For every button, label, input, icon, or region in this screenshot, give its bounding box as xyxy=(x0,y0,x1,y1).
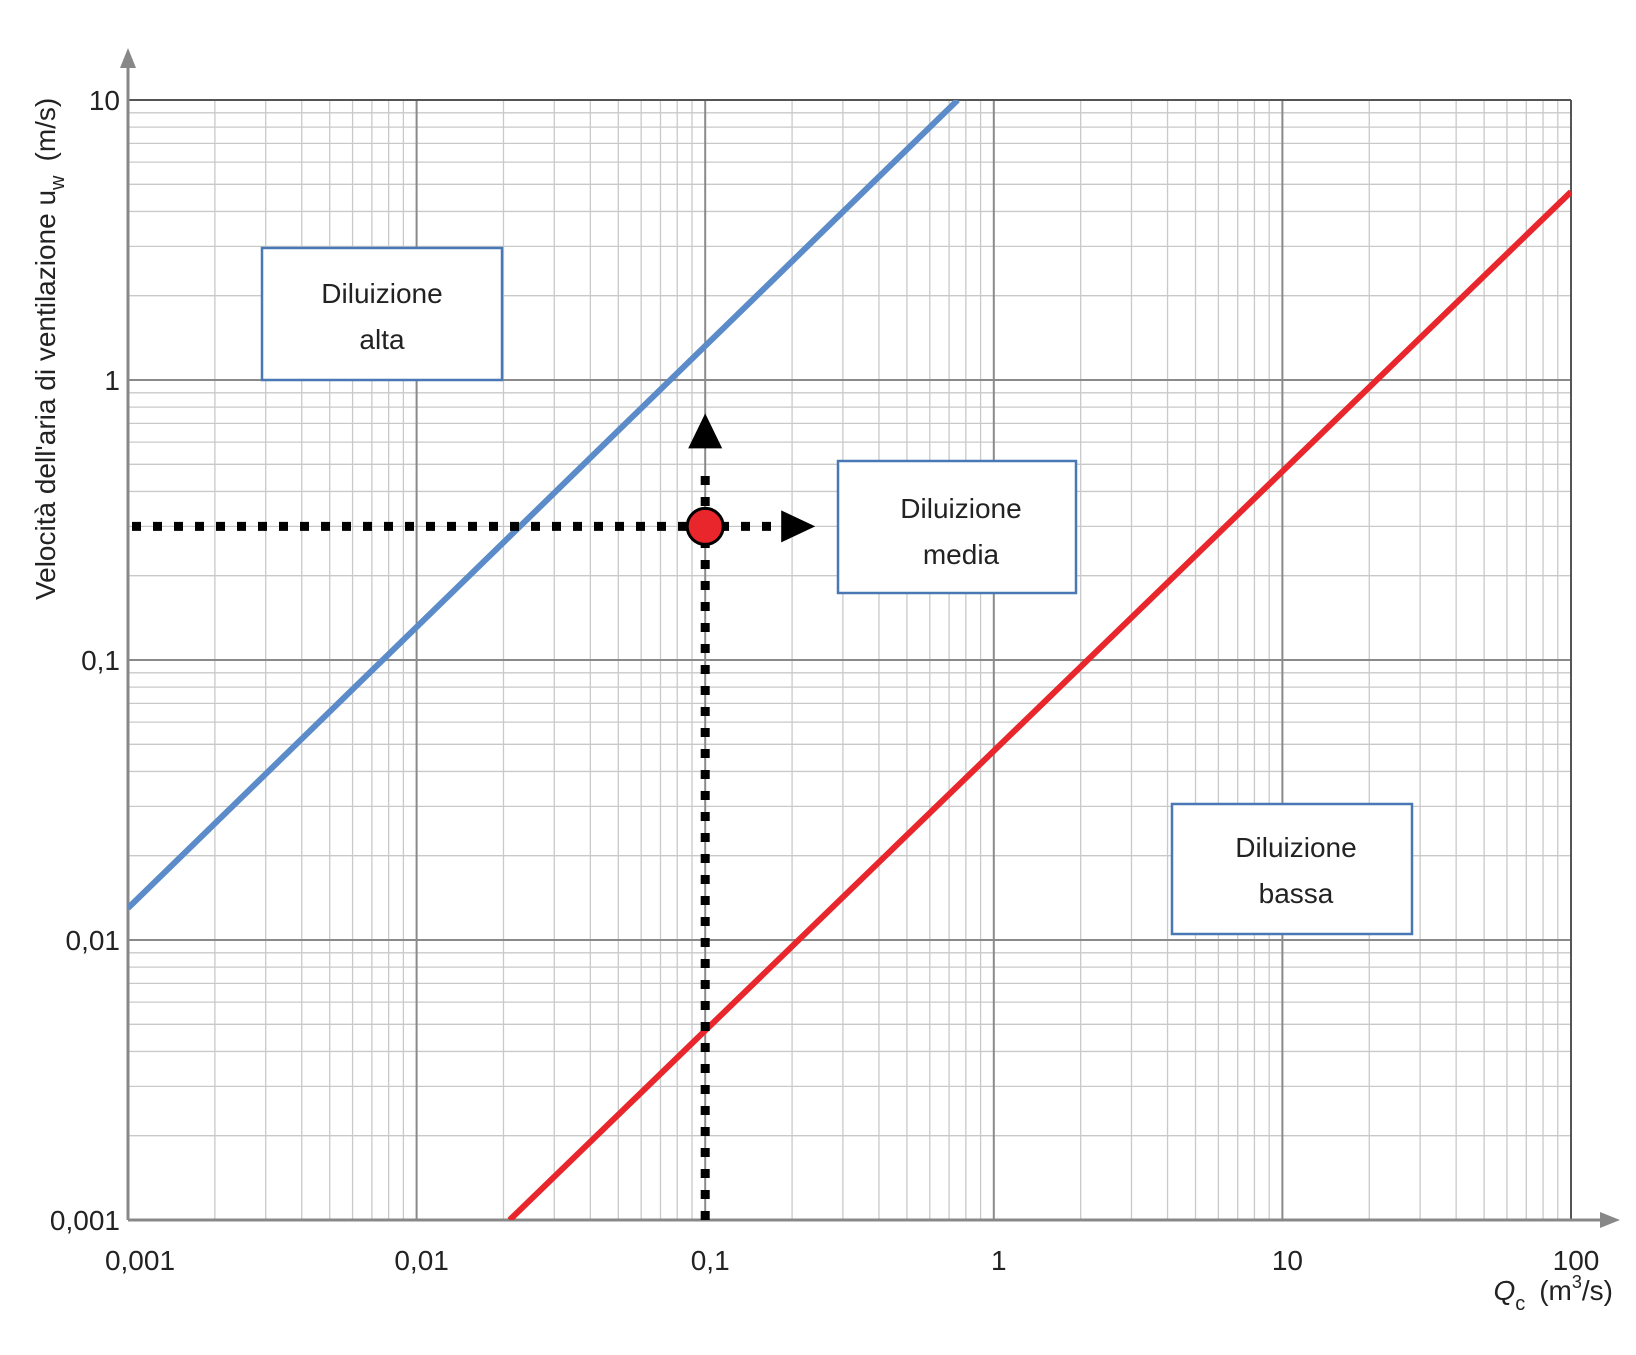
series-line-0 xyxy=(128,100,960,911)
region-media-line2: media xyxy=(923,539,1000,570)
region-alta-line1: Diluizione xyxy=(321,278,442,309)
x-tick-label: 1 xyxy=(991,1245,1007,1276)
series-line-1 xyxy=(507,189,1571,1220)
series-layer xyxy=(128,100,1571,1220)
x-axis xyxy=(128,1212,1620,1228)
y-axis xyxy=(120,48,136,1220)
x-tick-label: 0,001 xyxy=(105,1245,175,1276)
region-bassa-line1: Diluizione xyxy=(1235,832,1356,863)
x-tick-label: 0,01 xyxy=(394,1245,449,1276)
arrow-up-icon xyxy=(688,413,723,449)
y-tick-label: 10 xyxy=(89,85,120,116)
y-axis-label: Velocità dell'aria di ventilazione uw(m/… xyxy=(30,98,69,600)
region-box-alta: Diluizione alta xyxy=(260,246,504,382)
region-box-bassa: Diluizione bassa xyxy=(1170,802,1414,936)
region-bassa-line2: bassa xyxy=(1259,878,1334,909)
x-tick-label: 100 xyxy=(1553,1245,1600,1276)
y-tick-label: 0,01 xyxy=(66,925,121,956)
tick-labels: 0,001 0,01 0,1 1 10 100 0,001 0,01 0,1 1 10 xyxy=(50,85,1599,1276)
region-alta-line2: alta xyxy=(359,324,405,355)
region-media-line1: Diluizione xyxy=(900,493,1021,524)
y-axis-arrow-icon xyxy=(120,48,136,68)
x-axis-arrow-icon xyxy=(1600,1212,1620,1228)
region-box-media: Diluizione media xyxy=(836,459,1078,595)
x-axis-label: Qc(m3/s) xyxy=(1493,1272,1613,1315)
x-tick-label: 0,1 xyxy=(691,1245,730,1276)
y-tick-label: 0,001 xyxy=(50,1205,120,1236)
x-tick-label: 10 xyxy=(1272,1245,1303,1276)
operating-point-marker xyxy=(685,506,725,546)
arrow-right-icon xyxy=(781,510,816,543)
reading-guides xyxy=(132,413,816,1220)
y-tick-label: 1 xyxy=(104,365,120,396)
y-tick-label: 0,1 xyxy=(81,645,120,676)
